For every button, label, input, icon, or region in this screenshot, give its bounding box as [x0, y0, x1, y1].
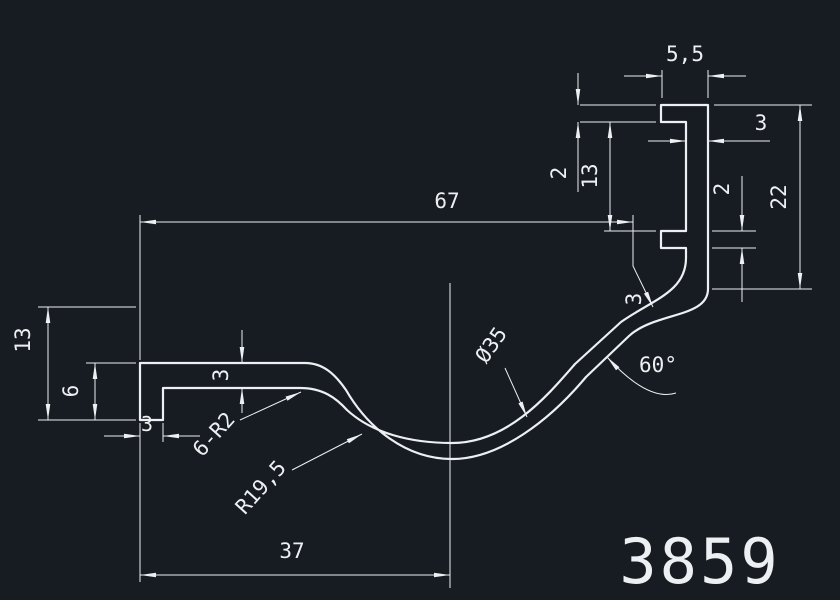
dim-hook-top: 2 — [547, 73, 656, 192]
dim-label: 2 — [547, 167, 571, 180]
note-fillets: 6-R2 — [188, 391, 302, 461]
dim-radius: R19,5 — [231, 433, 363, 519]
leader-line — [632, 215, 654, 308]
dim-flange-thickness: 3 — [209, 330, 245, 413]
dim-overall-width: 67 — [139, 189, 633, 360]
dim-angle: 60° — [606, 353, 677, 395]
dim-hook-gap: 13 — [578, 122, 656, 232]
profile-outline — [138, 103, 710, 461]
dim-label: 3 — [755, 111, 768, 135]
dim-label: 67 — [434, 189, 459, 213]
dim-slope-thickness: 3 — [622, 215, 654, 308]
leader-line — [504, 367, 528, 418]
dim-label: 60° — [639, 353, 677, 377]
dim-label: 13 — [578, 163, 602, 188]
dim-label: R19,5 — [231, 456, 291, 519]
dim-label: 13 — [11, 327, 35, 352]
dim-hook-bottom: 2 — [710, 176, 756, 302]
dim-label: 3 — [622, 293, 646, 306]
dim-flange-width: 37 — [139, 423, 450, 582]
dim-right-height: 22 — [712, 104, 812, 290]
dim-label: 3 — [141, 412, 153, 436]
dim-hook-width: 5,5 — [624, 42, 746, 98]
dim-label: 6 — [59, 385, 83, 398]
dim-label: 37 — [279, 539, 304, 563]
dim-label: 3 — [209, 369, 233, 382]
angle-arc — [606, 356, 677, 395]
dim-label: 5,5 — [666, 42, 704, 66]
dim-wall-thickness: 3 — [648, 111, 770, 144]
part-number: 3859 — [619, 525, 780, 598]
leader-line — [291, 433, 363, 471]
dim-left-lip: 6 — [59, 362, 136, 420]
dim-lip-thickness: 3 — [104, 412, 200, 442]
dim-label: 2 — [710, 183, 734, 196]
leader-line — [239, 391, 302, 421]
note-label: 6-R2 — [188, 407, 240, 461]
dim-diameter: Ø35 — [471, 323, 528, 418]
dim-label: 22 — [767, 184, 791, 209]
dim-label: Ø35 — [471, 323, 512, 368]
dim-left-height: 13 — [11, 306, 136, 421]
